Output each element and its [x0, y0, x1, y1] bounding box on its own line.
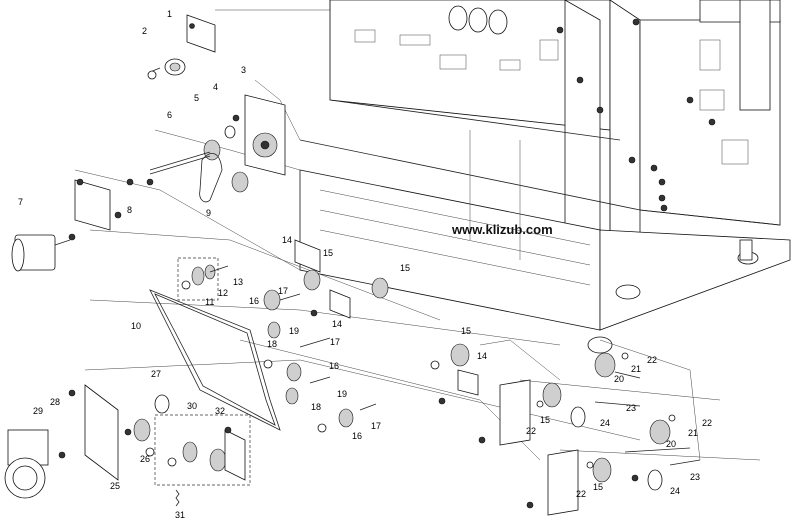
watermark-text: www.klizub.com: [451, 222, 553, 237]
callout-26: 26: [140, 454, 150, 464]
callout-29: 29: [33, 406, 43, 416]
callout-19: 19: [289, 326, 299, 336]
callout-22: 22: [702, 418, 712, 428]
callout-8: 8: [127, 205, 132, 215]
callout-22: 22: [576, 489, 586, 499]
callout-17: 17: [278, 286, 288, 296]
callout-20: 20: [614, 374, 624, 384]
callout-30: 30: [187, 401, 197, 411]
callout-14: 14: [477, 351, 487, 361]
middle-roller-parts: [149, 239, 479, 433]
callout-21: 21: [688, 428, 698, 438]
callout-4: 4: [213, 82, 218, 92]
callout-9: 9: [206, 208, 211, 218]
callout-13: 13: [233, 277, 243, 287]
callout-21: 21: [631, 364, 641, 374]
main-frame-assembly: [299, 0, 791, 354]
callout-14: 14: [332, 319, 342, 329]
callout-23: 23: [690, 472, 700, 482]
callout-6: 6: [167, 110, 172, 120]
callout-10: 10: [131, 321, 141, 331]
callout-17: 17: [330, 337, 340, 347]
callout-31: 31: [175, 510, 185, 520]
callout-20: 20: [666, 439, 676, 449]
callout-22: 22: [526, 426, 536, 436]
callout-18: 18: [267, 339, 277, 349]
callout-27: 27: [151, 369, 161, 379]
callout-22: 22: [647, 355, 657, 365]
callout-15: 15: [593, 482, 603, 492]
callout-17: 17: [371, 421, 381, 431]
callout-24: 24: [670, 486, 680, 496]
callout-25: 25: [110, 481, 120, 491]
callout-28: 28: [50, 397, 60, 407]
callout-16: 16: [249, 296, 259, 306]
callout-16: 16: [352, 431, 362, 441]
callout-11: 11: [205, 297, 214, 307]
callout-18: 18: [311, 402, 321, 412]
lower-left-motor-assembly: [4, 384, 251, 507]
callout-19: 19: [337, 389, 347, 399]
callout-24: 24: [600, 418, 610, 428]
drive-parts-upper-left: [11, 14, 286, 272]
callout-15: 15: [540, 415, 550, 425]
callout-2: 2: [142, 26, 147, 36]
callout-14: 14: [282, 235, 292, 245]
callout-15: 15: [400, 263, 410, 273]
callout-12: 12: [218, 288, 228, 298]
callout-15: 15: [461, 326, 471, 336]
callout-labels: 1 2 3 4 5 6 7 8 9 10 11 12 13 14 15 15 1…: [18, 9, 712, 520]
callout-1: 1: [167, 9, 172, 19]
callout-16: 16: [329, 361, 339, 371]
callout-7: 7: [18, 197, 23, 207]
callout-5: 5: [194, 93, 199, 103]
callout-15: 15: [323, 248, 333, 258]
lower-right-brackets: [478, 352, 701, 516]
callout-23: 23: [626, 403, 636, 413]
callout-32: 32: [215, 406, 225, 416]
callout-3: 3: [241, 65, 246, 75]
